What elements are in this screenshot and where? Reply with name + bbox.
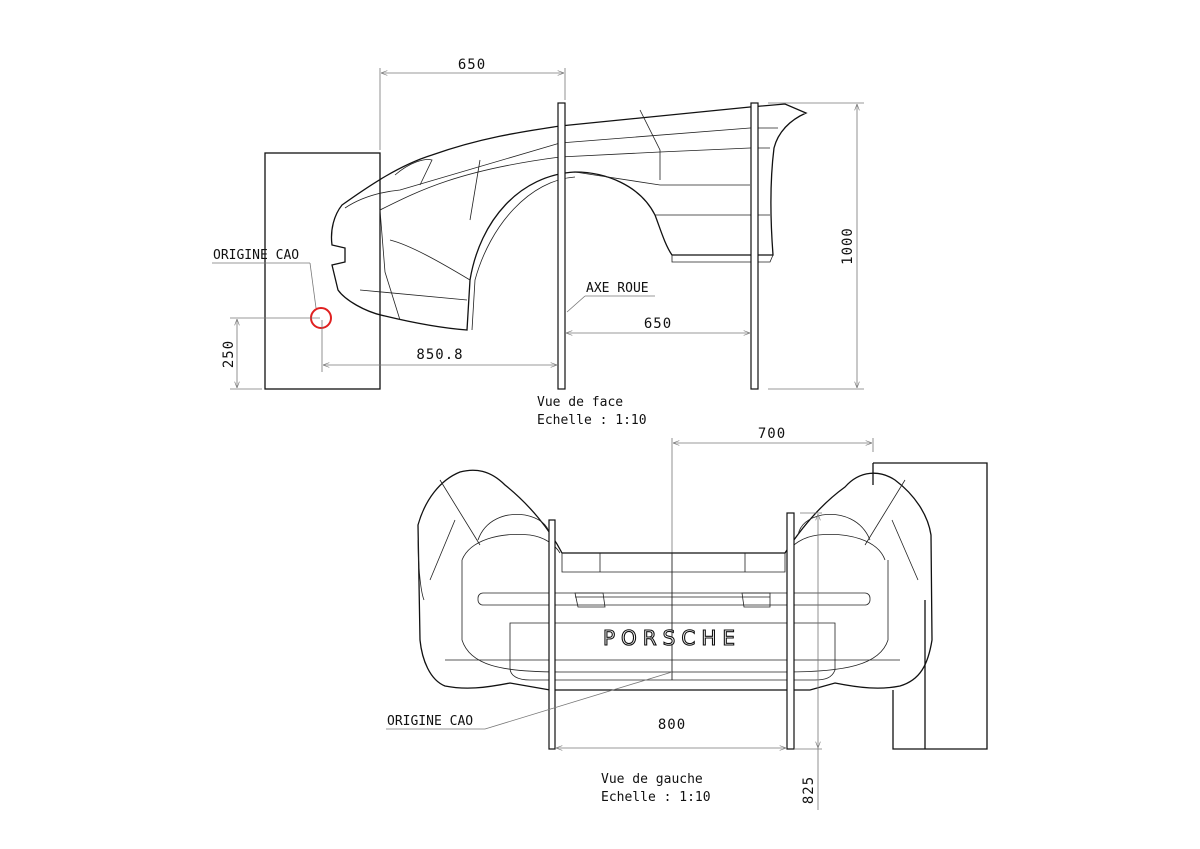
view-scale: Echelle : 1:10 [601,790,711,805]
dim-wheel-post-650: 650 [644,316,672,332]
right-post [786,512,795,750]
porsche-logo: PORSCHE [603,626,741,650]
dim-height-825: 825 [801,776,817,804]
support-block [264,152,381,390]
front-view: 650 ORIGINE CAO 250 850.8 AXE ROUE 650 1… [212,57,864,428]
view-scale: Echelle : 1:10 [537,413,647,428]
dim-origin-height-250: 250 [221,340,237,368]
origin-label: ORIGINE CAO [387,714,473,729]
left-post [548,519,556,750]
fender-part [330,103,808,331]
origin-label: ORIGINE CAO [213,248,299,263]
dim-height-1000: 1000 [840,227,856,265]
axle-label: AXE ROUE [586,281,649,296]
dim-top-650: 650 [458,57,486,73]
view-title: Vue de face [537,395,623,410]
bumper-part [417,469,933,691]
view-title: Vue de gauche [601,772,703,787]
dim-top-700: 700 [758,426,786,442]
support-block [872,462,988,750]
left-view: 700 PORSCHE [386,426,988,810]
wheel-axle-post [557,102,566,390]
rear-post [750,102,759,390]
dim-posts-800: 800 [658,717,686,733]
dim-origin-to-axle: 850.8 [416,347,463,363]
